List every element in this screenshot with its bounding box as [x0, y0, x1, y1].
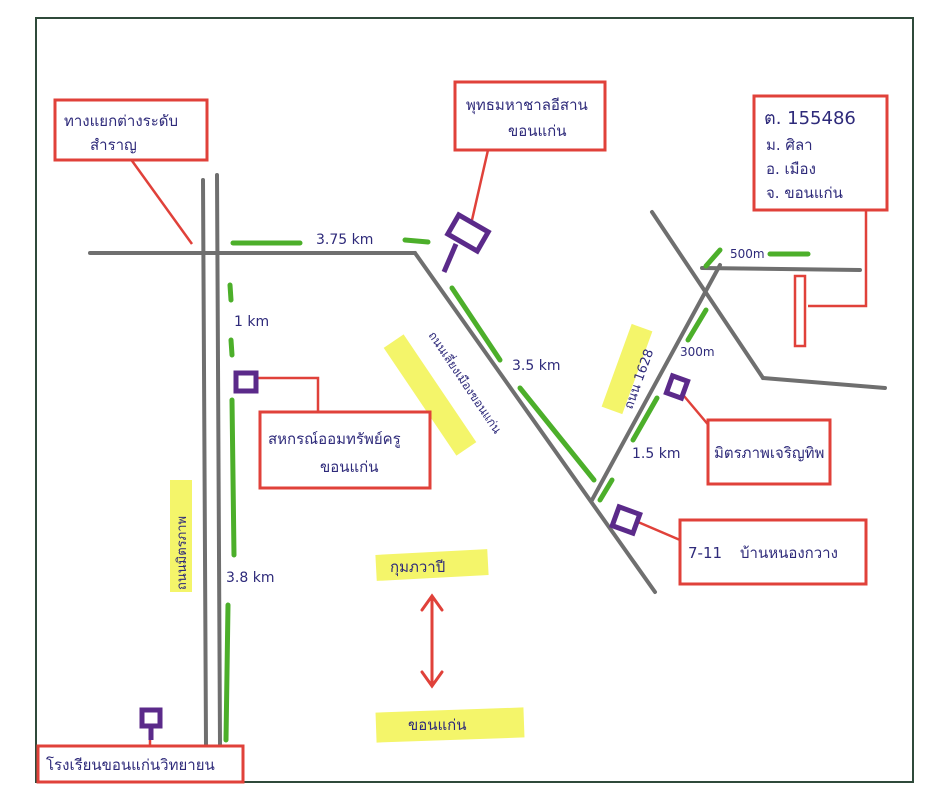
box-address [752, 94, 889, 212]
road-label-mittraphap: ถนนมิตรภาพ [175, 516, 190, 590]
box-school [36, 744, 245, 784]
route-seg [630, 395, 660, 443]
museum-line1: พุทธมหาชาลอีสาน [466, 96, 588, 115]
road-1628 [590, 263, 722, 502]
highlight-north [375, 549, 489, 581]
box-texts: ทางแยกต่างระดับ สำราญ พุทธมหาชาลอีสาน ขอ… [46, 96, 856, 774]
route-seg [597, 477, 615, 503]
road-mittraphap-b [215, 173, 222, 747]
distance-4: 500m [730, 247, 765, 261]
direction-north: กุมภวาปี [390, 558, 445, 577]
distance-3: 3.5 km [512, 358, 560, 374]
box-hospital [706, 418, 832, 486]
hospital-line1: มิตรภาพเจริญทิพ [714, 444, 824, 462]
road-right-diag [650, 210, 765, 380]
callout-intersection-line [128, 157, 194, 245]
route-seg [517, 385, 597, 483]
road-right-bottom [761, 376, 887, 390]
square-pin-icon [609, 503, 643, 537]
box-intersection [53, 98, 209, 162]
callout-address-line [808, 210, 868, 308]
intersection-line1: ทางแยกต่างระดับ [64, 112, 178, 130]
callout-museum-line [470, 149, 490, 221]
seven-line2: บ้านหนองกวาง [740, 544, 838, 562]
route-seg [449, 285, 503, 363]
address-line2: ม. ศิลา [766, 136, 813, 154]
double-arrow-icon [420, 593, 444, 689]
school-line1: โรงเรียนขอนแก่นวิทยายน [46, 756, 215, 774]
distance-7: 3.8 km [226, 570, 274, 586]
distance-1: 3.75 km [316, 232, 373, 248]
box-seven [678, 518, 868, 586]
address-line1: ต. 155486 [764, 108, 856, 129]
square-pin-icon [441, 211, 492, 273]
box-coop [258, 410, 432, 490]
road-label-highlights [170, 323, 653, 743]
roads [88, 173, 887, 747]
destination-marker [793, 274, 807, 348]
highlight-mittraphap [170, 480, 192, 592]
seven-line1: 7-11 [688, 544, 722, 562]
box-museum [453, 80, 607, 152]
coop-line2: ขอนแก่น [320, 458, 379, 476]
highlight-south [375, 707, 525, 743]
route-seg [685, 307, 709, 343]
museum-line2: ขอนแก่น [508, 122, 567, 140]
coop-line1: สหกรณ์ออมทรัพย์ครู [268, 430, 401, 448]
square-pin-icon [139, 707, 163, 740]
callout-lines [128, 149, 868, 748]
road-mittraphap-a [201, 178, 208, 747]
address-line4: จ. ขอนแก่น [766, 184, 843, 202]
callout-seven-line [637, 520, 681, 542]
square-pin-icon [233, 370, 259, 394]
direction-labels: กุมภวาปี ขอนแก่น [390, 558, 467, 734]
distance-2: 1 km [234, 314, 269, 330]
address-line3: อ. เมือง [766, 160, 816, 178]
direction-south: ขอนแก่น [408, 716, 467, 734]
square-pin-icon [663, 372, 691, 402]
route-path [223, 237, 811, 743]
landmarks [139, 211, 691, 740]
callout-boxes [36, 80, 889, 784]
road-right-top [700, 266, 862, 272]
highlight-bypass [383, 334, 477, 456]
route-seg [703, 247, 723, 269]
distance-5: 300m [680, 345, 715, 359]
route-seg [227, 282, 234, 303]
route-seg [402, 237, 431, 245]
route-seg [223, 602, 231, 743]
road-bypass [413, 251, 657, 594]
highlight-1628 [601, 323, 653, 415]
route-seg [228, 337, 235, 358]
distance-labels: 3.75 km 1 km 3.5 km 500m 300m 1.5 km 3.8… [226, 232, 765, 586]
map-frame [35, 17, 914, 783]
intersection-line2: สำราญ [90, 136, 137, 154]
distance-6: 1.5 km [632, 446, 680, 462]
callout-coop-line [258, 376, 320, 412]
route-seg [229, 397, 237, 558]
